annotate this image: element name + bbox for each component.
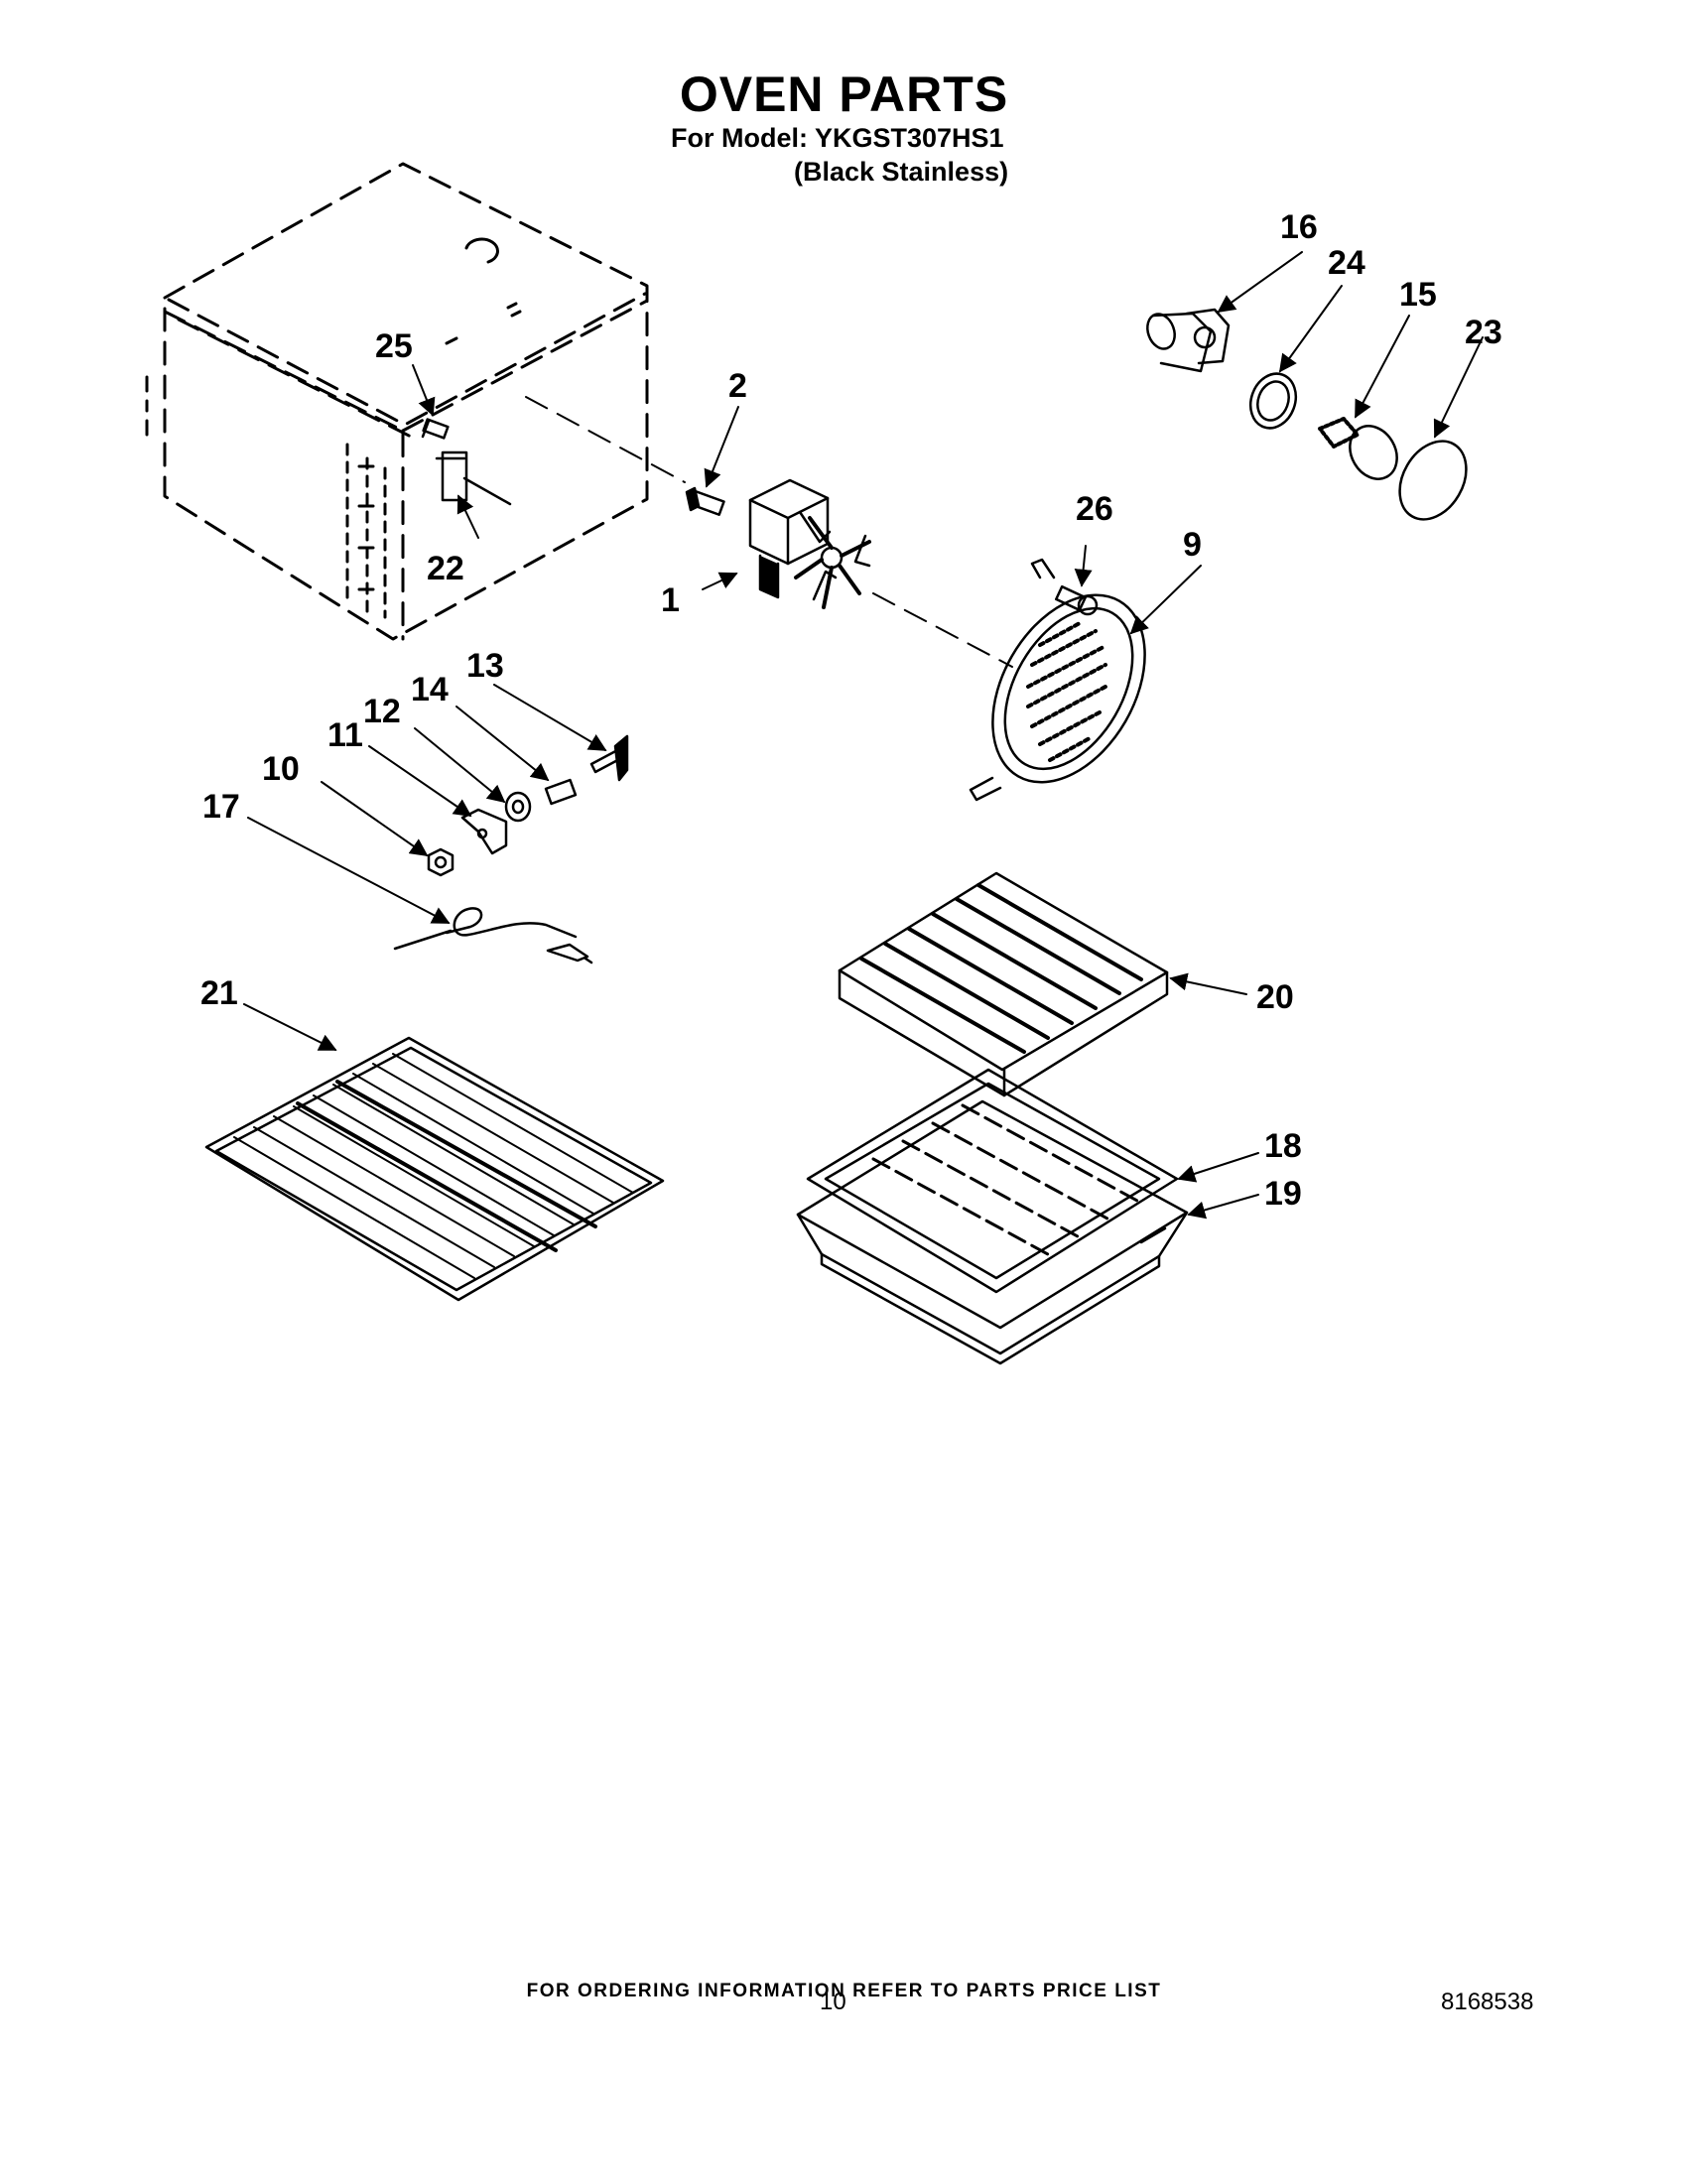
callout-18: 18 xyxy=(1264,1127,1302,1165)
washer-part-12 xyxy=(504,791,532,823)
screw-part-2 xyxy=(685,486,725,516)
lens-part-23 xyxy=(1398,440,1468,521)
nut-part-10 xyxy=(427,847,454,877)
broiler-pan-part-19 xyxy=(796,1099,1189,1365)
convection-motor-part-1 xyxy=(748,478,871,609)
callout-10: 10 xyxy=(262,750,300,788)
screw-part-26 xyxy=(1055,584,1099,616)
callout-13: 13 xyxy=(466,647,504,685)
ordering-note: FOR ORDERING INFORMATION REFER TO PARTS … xyxy=(526,1981,1162,2001)
meat-probe-part-17 xyxy=(393,907,593,964)
callout-11: 11 xyxy=(327,716,363,754)
callout-26: 26 xyxy=(1076,490,1113,528)
callout-12: 12 xyxy=(363,693,401,730)
callout-16: 16 xyxy=(1280,208,1318,246)
callout-2: 2 xyxy=(728,367,747,405)
broiler-pan-insert-part-18 xyxy=(806,1068,1179,1294)
clamp-part-13 xyxy=(589,734,629,782)
callout-9: 9 xyxy=(1183,526,1202,564)
callout-14: 14 xyxy=(411,671,449,708)
oven-cavity-outline xyxy=(163,162,649,641)
callout-25: 25 xyxy=(375,327,413,365)
finish-line: (Black Stainless) xyxy=(794,157,1009,187)
callout-23: 23 xyxy=(1465,314,1502,351)
gasket-part-24 xyxy=(1248,372,1298,430)
callout-17: 17 xyxy=(202,788,240,826)
page-title: OVEN PARTS xyxy=(679,66,1009,122)
bracket-part-22 xyxy=(435,450,512,506)
model-line: For Model: YKGST307HS1 xyxy=(671,123,1004,153)
callout-1: 1 xyxy=(661,581,680,619)
callout-21: 21 xyxy=(200,974,238,1012)
document-number: 8168538 xyxy=(1441,1989,1534,2015)
fan-cover-part-9 xyxy=(969,558,1146,802)
lamp-housing-part-16 xyxy=(1146,308,1231,373)
page-number: 10 xyxy=(820,1989,846,2015)
light-bulb-part-15 xyxy=(1318,417,1398,480)
bracket-part-11 xyxy=(460,808,508,855)
cavity-marks xyxy=(145,237,1013,668)
callout-leaders xyxy=(243,251,1484,1220)
oven-rack-part-21 xyxy=(204,1036,665,1302)
callout-24: 24 xyxy=(1328,244,1365,282)
callout-15: 15 xyxy=(1399,276,1437,314)
screw-part-25 xyxy=(421,418,450,440)
callout-20: 20 xyxy=(1256,978,1294,1016)
callout-22: 22 xyxy=(427,550,464,587)
callout-19: 19 xyxy=(1264,1175,1302,1213)
broiler-grid-part-20 xyxy=(838,871,1169,1097)
spacer-part-14 xyxy=(544,778,578,806)
callout-labels: 25 22 2 1 26 9 16 24 15 23 13 14 12 11 1… xyxy=(200,208,1502,1213)
